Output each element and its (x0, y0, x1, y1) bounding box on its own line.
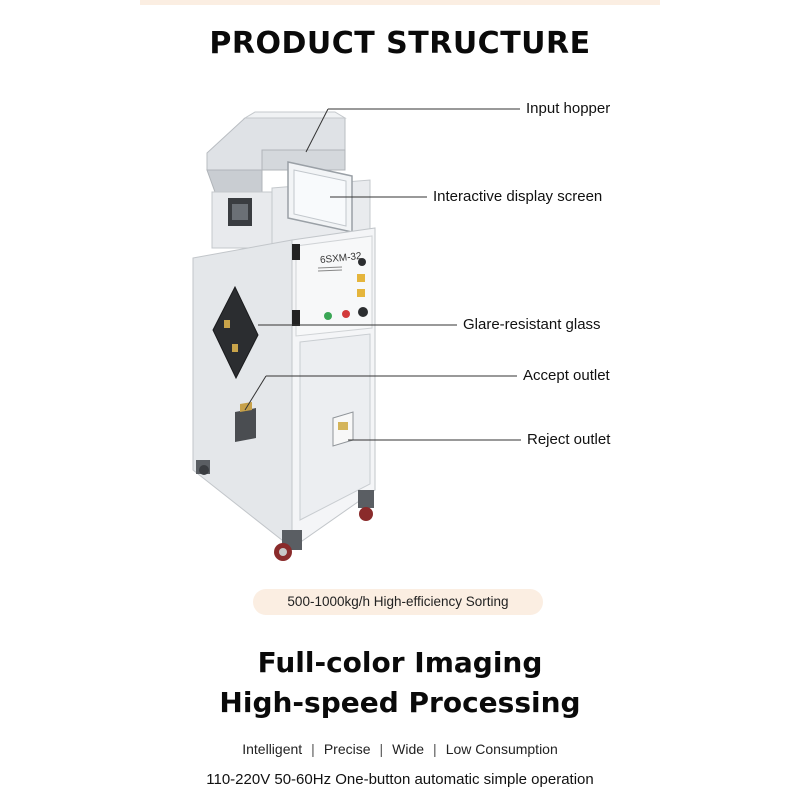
reject-outlet-part (332, 411, 354, 447)
caster-wheels (196, 460, 374, 561)
callout-accept-outlet: Accept outlet (523, 367, 610, 384)
spec-line: 110-220V 50-60Hz One-button automatic si… (206, 771, 594, 788)
feature-item: Wide (392, 741, 425, 757)
feature-separator: | (379, 741, 384, 757)
headline-line-1: Full-color Imaging (257, 646, 543, 679)
headline-line-2: High-speed Processing (219, 686, 581, 719)
feature-item: Low Consumption (445, 741, 558, 757)
feature-separator: | (311, 741, 315, 757)
feature-list: Intelligent | Precise | Wide | Low Consumption (0, 741, 800, 757)
accept-outlet-part (235, 402, 256, 442)
top-accent-strip (140, 0, 660, 5)
callout-reject-outlet: Reject outlet (527, 431, 611, 448)
feature-item: Intelligent (242, 741, 303, 757)
page-title: PRODUCT STRUCTURE (209, 26, 591, 61)
feature-item: Precise (323, 741, 371, 757)
feature-separator: | (433, 741, 437, 757)
callout-display-screen: Interactive display screen (433, 188, 603, 205)
display-screen-part (287, 161, 353, 233)
callout-input-hopper: Input hopper (526, 100, 611, 117)
capacity-badge: 500-1000kg/h High-efficiency Sorting (253, 589, 543, 615)
input-hopper-part (206, 111, 347, 193)
callout-glass: Glare-resistant glass (463, 316, 601, 333)
